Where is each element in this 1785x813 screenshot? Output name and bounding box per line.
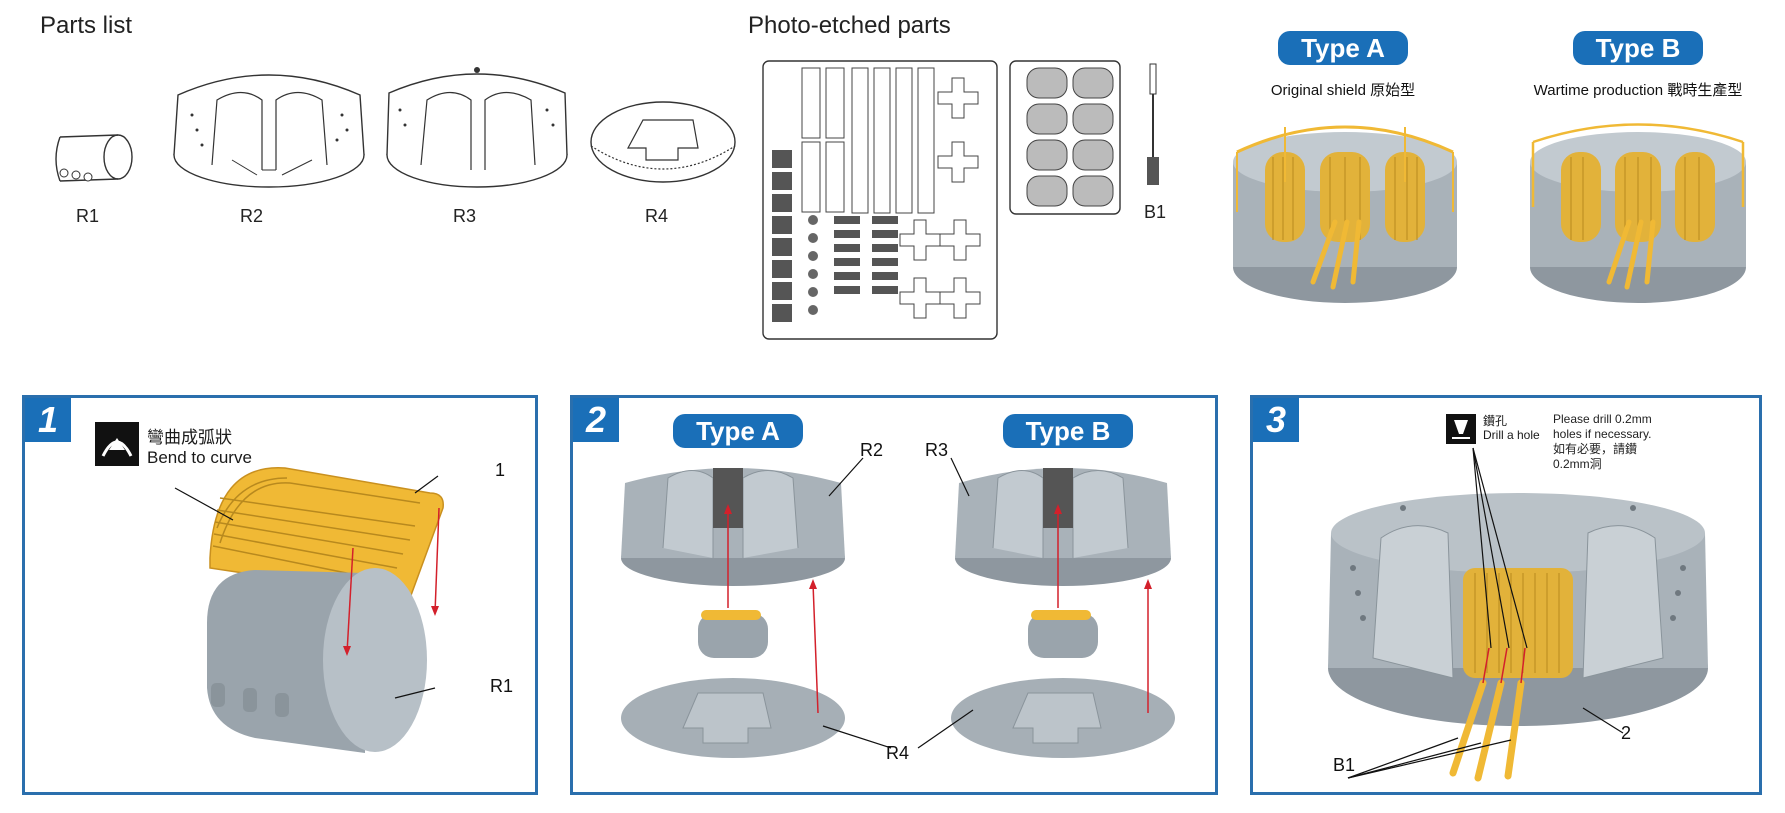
part-r4-label: R4 — [645, 206, 669, 226]
step-2-label-r3: R3 — [925, 440, 949, 460]
step-3-label-b1: B1 — [1333, 755, 1356, 775]
bend-instruction-cn: 彎曲成弧狀 — [147, 428, 232, 447]
drill-instruction-cn: 鑽孔 — [1483, 414, 1508, 428]
part-r3-drawing — [386, 67, 568, 188]
step-2-label-r4: R4 — [886, 743, 910, 763]
type-b-pill: Type B — [1573, 31, 1703, 65]
photo-etched-b1-drawing — [1147, 63, 1159, 185]
step-3-number: 3 — [1253, 398, 1299, 442]
step-2-illustration — [621, 457, 1175, 758]
photo-etched-title: Photo-etched parts — [748, 12, 951, 39]
step-1-illustration — [174, 467, 444, 753]
part-r1-drawing — [55, 134, 133, 182]
bend-instruction-en: Bend to curve — [147, 448, 252, 467]
step-1-label-1: 1 — [495, 460, 506, 480]
step-2-type-b-pill: Type B — [1003, 414, 1133, 448]
type-a-pill: Type A — [1278, 31, 1408, 65]
drill-note-en: Please drill 0.2mm holes if necessary. — [1553, 412, 1652, 441]
photo-etched-fret-2 — [1009, 60, 1121, 215]
part-r2-label: R2 — [240, 206, 264, 226]
type-a-turret-render — [1233, 125, 1457, 303]
part-b1-label: B1 — [1144, 202, 1167, 222]
drill-instruction-en: Drill a hole — [1483, 428, 1540, 442]
drill-icon — [1446, 414, 1476, 444]
photo-etched-fret-1 — [762, 60, 998, 340]
part-r2-drawing — [173, 74, 365, 188]
bend-curve-icon — [95, 422, 139, 466]
step-3-illustration — [1328, 447, 1708, 782]
step-3-panel: 3 鑽孔 Drill a hole Please drill 0.2mm hol… — [1250, 395, 1762, 795]
parts-list-title: Parts list — [40, 12, 133, 39]
part-r4-drawing — [590, 101, 736, 183]
step-1-label-r1: R1 — [490, 676, 514, 696]
step-2-type-a-pill: Type A — [673, 414, 803, 448]
step-2-label-r2: R2 — [860, 440, 884, 460]
part-r3-label: R3 — [453, 206, 477, 226]
step-1-number: 1 — [25, 398, 71, 442]
type-b-turret-render — [1530, 123, 1746, 303]
step-3-label-2: 2 — [1621, 723, 1632, 743]
part-r1-label: R1 — [76, 206, 100, 226]
type-b-caption: Wartime production 戰時生產型 — [1533, 82, 1743, 99]
type-a-caption: Original shield 原始型 — [1270, 82, 1416, 99]
step-2-number: 2 — [573, 398, 619, 442]
step-2-panel: 2 Type A Type B — [570, 395, 1218, 795]
step-1-panel: 1 彎曲成弧狀 Bend to curve 1 R1 — [22, 395, 538, 795]
drill-note-cn: 如有必要，請鑽0.2mm洞 — [1553, 442, 1638, 471]
